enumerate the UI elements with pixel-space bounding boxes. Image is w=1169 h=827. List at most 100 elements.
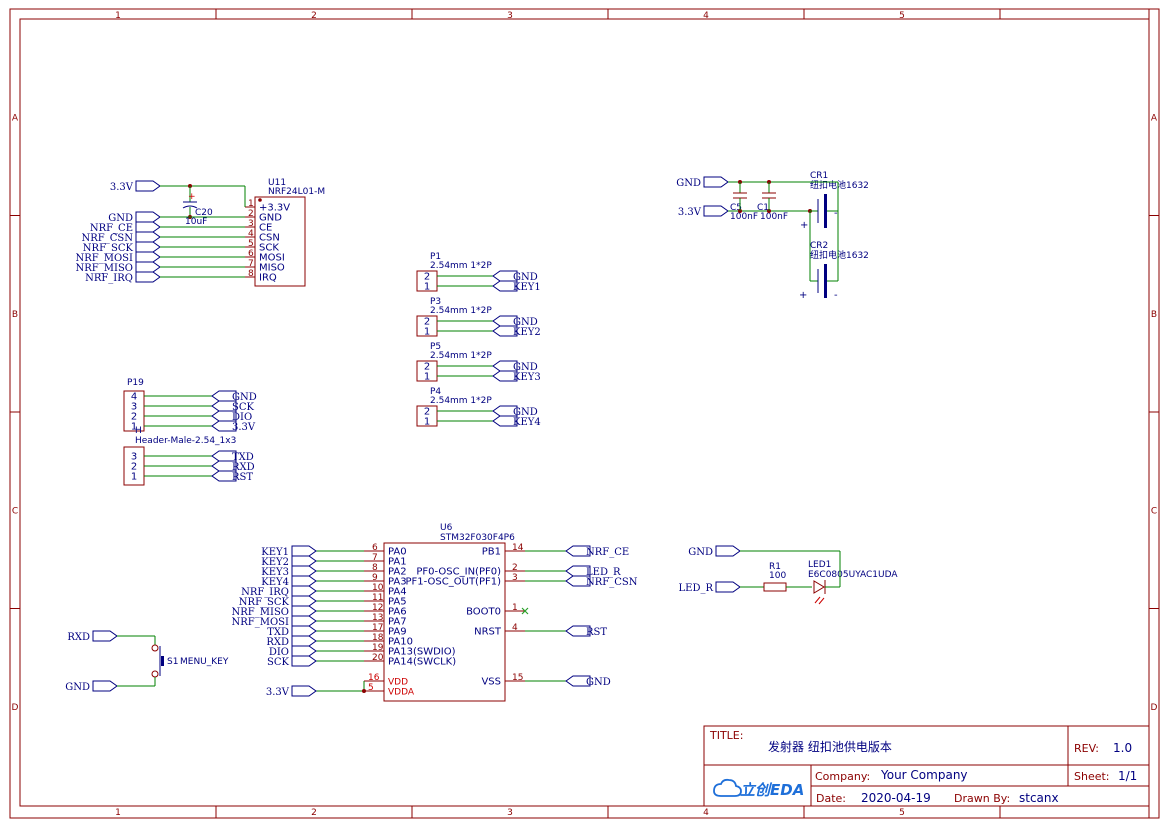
u11-body <box>254 196 306 287</box>
u11-pin-number: 8 <box>248 269 254 279</box>
u6-power-pin-name: VDDA <box>388 688 415 698</box>
cr2-plus: + <box>799 290 807 301</box>
key-connector-body <box>416 360 438 382</box>
u6-pin-name: VSS <box>481 677 501 688</box>
cr1-minus: - <box>834 208 838 219</box>
key-net-flag <box>492 270 518 282</box>
cr2-ref: CR2 <box>810 241 828 251</box>
drawn-by-value: stcanx <box>1019 791 1059 805</box>
p19-ref: P19 <box>127 378 144 388</box>
logo-text: 立创EDA <box>740 781 804 799</box>
cr1-value: 纽扣电池1632 <box>810 179 869 191</box>
u6-pin-number: 1 <box>512 603 518 613</box>
u6-net: KEY3 <box>261 567 289 578</box>
row-label-left: C <box>12 506 18 516</box>
u6-pin-name: PB1 <box>482 547 501 558</box>
u6-pin-name: BOOT0 <box>466 607 501 618</box>
key-pin-number: 2 <box>424 407 430 418</box>
u6-net-flag <box>291 585 317 597</box>
rev-label: REV: <box>1074 742 1099 755</box>
u6-pin-name: PA2 <box>388 567 407 578</box>
u6-net: TXD <box>267 627 289 638</box>
u6-pin-number: 8 <box>372 563 378 573</box>
cr1-plus: + <box>800 220 808 231</box>
u6-net-flag <box>291 655 317 667</box>
u11-net-flag <box>135 221 161 233</box>
key-pin-number: 2 <box>424 317 430 328</box>
bat-net-gnd: GND <box>676 178 701 189</box>
p19-pin-number: 2 <box>131 412 137 423</box>
key-net: KEY4 <box>513 417 541 428</box>
sw-net-top-flag <box>92 630 118 642</box>
c20-plus: + <box>188 192 196 202</box>
u6-pin-number: 20 <box>372 653 384 663</box>
key-net-flag <box>492 415 518 427</box>
junction <box>362 689 366 693</box>
key-net: KEY1 <box>513 282 541 293</box>
col-label-top: 1 <box>115 11 121 21</box>
p19-net-flag <box>211 420 237 432</box>
p19-net: DIO <box>232 412 252 423</box>
row-label-right: A <box>1151 113 1158 123</box>
key-net: GND <box>513 362 538 373</box>
u6-pin-name: NRST <box>474 627 502 638</box>
key-connector-value: 2.54mm 1*2P <box>430 351 492 361</box>
u11-pin-number: 4 <box>248 229 254 239</box>
row-label-right: C <box>1151 506 1157 516</box>
sw-net-top: RXD <box>67 632 90 643</box>
u11-net: GND <box>108 213 133 224</box>
u11-pin-name: MOSI <box>259 253 285 264</box>
u11-net: NRF_MISO <box>76 263 133 274</box>
u6-net: NRF_IRQ <box>241 587 289 598</box>
key-net: KEY2 <box>513 327 541 338</box>
u6-net: LED_R <box>586 567 621 578</box>
key-net-flag <box>492 325 518 337</box>
p19-pin-number: 3 <box>131 402 137 413</box>
u6-pin-number: 17 <box>372 623 383 633</box>
u6-net-flag <box>291 545 317 557</box>
u6-pin-name: PA9 <box>388 627 407 638</box>
led-net-in-flag <box>715 581 741 593</box>
u6-pin-number: 9 <box>372 573 378 583</box>
u6-pin-number: 10 <box>372 583 384 593</box>
r1-body <box>763 582 787 592</box>
u6-net: KEY1 <box>261 547 289 558</box>
u11-net: NRF_IRQ <box>85 273 133 284</box>
c20-value: 10uF <box>185 217 207 227</box>
sw-net-bottom-flag <box>92 680 118 692</box>
u6-power-pin-number: 16 <box>368 673 380 683</box>
battery-section[interactable]: C5 100nF C1 100nF CR1 纽扣电池1632 CR2 纽扣电池1… <box>676 171 869 301</box>
u11-pin-name: CE <box>259 223 272 234</box>
u11-pin-name: CSN <box>259 233 280 244</box>
no-connect-mark <box>521 607 529 615</box>
r1-value: 100 <box>769 571 786 581</box>
u11-net-flag <box>135 231 161 243</box>
p19-net: SCK <box>232 402 255 413</box>
h-net: RXD <box>232 462 255 473</box>
u6-pin-number: 13 <box>372 613 383 623</box>
u6-net-vcc-flag <box>291 685 317 697</box>
row-label-left: A <box>12 113 19 123</box>
u11-net-vcc: 3.3V <box>110 182 134 193</box>
company-value: Your Company <box>880 768 968 782</box>
key-net: GND <box>513 317 538 328</box>
p19-net: 3.3V <box>232 422 256 433</box>
u11-pin-number: 3 <box>248 219 254 229</box>
u6-ref: U6 <box>440 523 453 533</box>
u6-net-flag <box>291 605 317 617</box>
led-net-gnd-flag <box>715 545 741 557</box>
u6-net: NRF_CSN <box>586 577 638 588</box>
row-label-left: D <box>12 703 19 713</box>
u11-pin-name: GND <box>259 213 282 224</box>
